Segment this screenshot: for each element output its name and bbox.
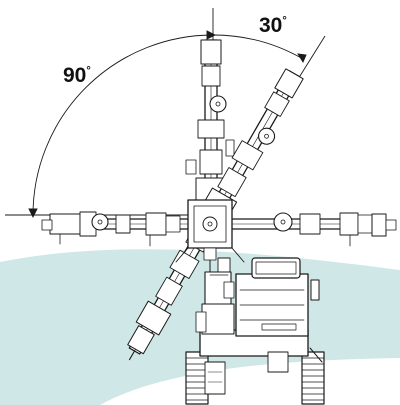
- thirty-degree-arc: [212, 34, 304, 60]
- rig-carrier-body: [195, 257, 323, 395]
- ground-white-patch: [100, 358, 400, 405]
- left-crawler-track: [185, 351, 209, 405]
- degree-symbol-90: °: [86, 65, 90, 77]
- angle-label-30: 30°: [259, 14, 287, 37]
- tilted-boom-upper-right: [201, 68, 304, 222]
- angle-label-90: 90°: [63, 64, 91, 87]
- vertical-boom: [185, 39, 235, 219]
- arc-arrowhead-top: [206, 30, 217, 40]
- boom-pivot-assembly: [175, 199, 245, 273]
- arc-arrowhead-left: [28, 208, 38, 219]
- ninety-degree-arc: [32, 34, 214, 216]
- drill-rig: [41, 39, 397, 405]
- degree-symbol-30: °: [282, 15, 286, 27]
- arc-arrowhead-right: [297, 53, 307, 63]
- angle-value-90: 90: [63, 64, 86, 87]
- right-crawler-track: [301, 351, 325, 405]
- angle-value-30: 30: [259, 14, 282, 37]
